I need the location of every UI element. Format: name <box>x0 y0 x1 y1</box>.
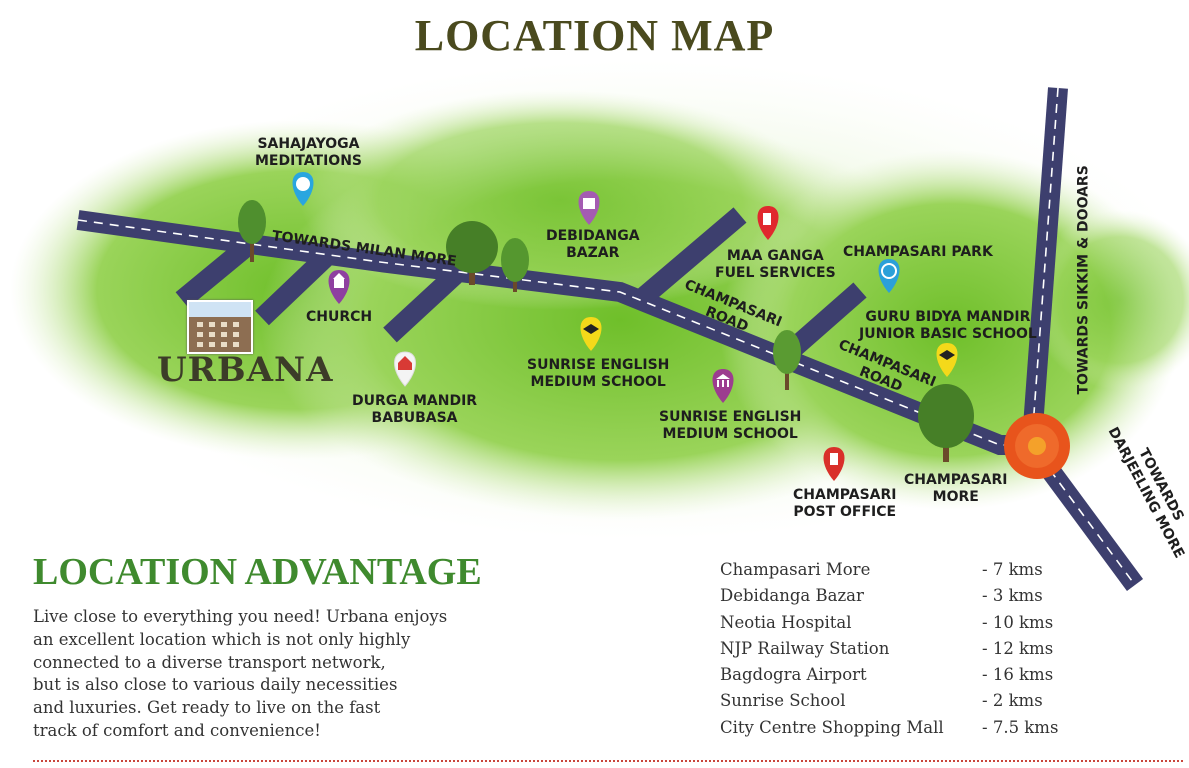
graduation-cap-icon <box>936 343 958 377</box>
tree-icon <box>446 221 498 285</box>
road-branch-3 <box>383 267 462 343</box>
landmark-champasari-park: CHAMPASARI PARK <box>843 244 993 260</box>
champasari-more-roundabout <box>1004 413 1070 479</box>
list-item: Sunrise School- 2 kms <box>720 691 1043 711</box>
map-pins <box>292 172 958 481</box>
list-item: Bagdogra Airport- 16 kms <box>720 665 1054 685</box>
post-box-icon <box>823 447 845 481</box>
church-icon <box>328 270 350 304</box>
road-branch-4 <box>633 207 747 308</box>
park-wheel-icon <box>878 259 900 293</box>
list-item: Neotia Hospital- 10 kms <box>720 612 1054 632</box>
list-item: Debidanga Bazar- 3 kms <box>720 586 1043 606</box>
project-name: URBANA <box>157 350 334 390</box>
list-item: NJP Railway Station- 12 kms <box>720 638 1054 658</box>
road-label-sikkim-dooars: TOWARDS SIKKIM & DOOARS <box>1075 165 1092 395</box>
trees <box>238 200 974 462</box>
list-item: City Centre Shopping Mall- 7.5 kms <box>720 717 1059 737</box>
landmark-church: CHURCH <box>306 309 373 325</box>
graduation-cap-icon <box>580 317 602 351</box>
page-title: LOCATION MAP <box>414 11 775 60</box>
distance-list: Champasari More- 7 kms Debidanga Bazar- … <box>720 557 1070 741</box>
location-map <box>10 60 1189 591</box>
list-item: Champasari More- 7 kms <box>720 560 1043 579</box>
tree-icon <box>773 330 801 390</box>
section-title-location-advantage: LOCATION ADVANTAGE <box>33 551 482 593</box>
tree-icon <box>238 200 266 262</box>
temple-icon <box>394 351 416 387</box>
meditation-icon <box>292 172 314 206</box>
urbana-building-image <box>187 300 253 354</box>
road-branch-1 <box>175 240 252 308</box>
road-branch-2 <box>255 250 332 326</box>
location-advantage-text: Live close to everything you need! Urban… <box>33 607 448 740</box>
dotted-divider <box>33 760 1183 762</box>
institution-icon <box>712 369 734 403</box>
tree-icon <box>918 384 974 462</box>
market-icon <box>578 191 600 225</box>
fuel-pump-icon <box>757 206 779 240</box>
tree-icon <box>501 238 529 292</box>
